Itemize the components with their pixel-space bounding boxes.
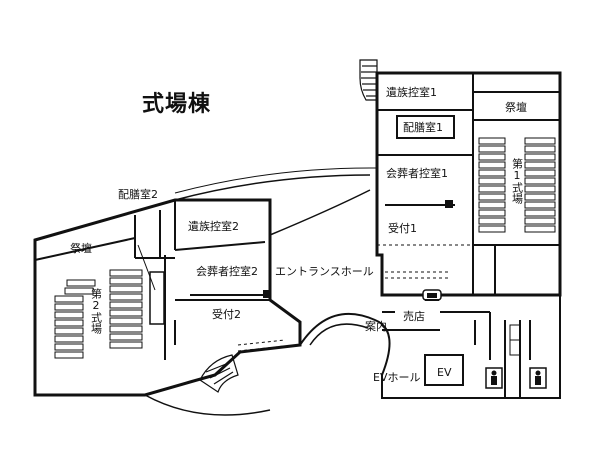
stair-top [359,59,378,101]
label-information: 案内 [365,319,387,333]
seat-bench [524,161,556,169]
seat-bench [524,217,556,225]
seat-bench [54,295,84,303]
seat-bench [478,161,506,169]
restroom-icon [485,367,503,389]
seat-bench [109,301,143,309]
seat-bench [478,145,506,153]
label-attendee-waiting-2: 会葬者控室2 [196,264,258,278]
seat-bench [109,277,143,285]
seat-bench [478,177,506,185]
seat-bench [54,351,84,359]
seat-bench [524,201,556,209]
label-entrance-hall: エントランスホール [275,265,374,278]
building-title: 式場棟 [142,92,212,117]
seat-bench [524,193,556,201]
seat-bench [54,327,84,335]
hall-2-wing [33,198,302,416]
stair-bottom [199,354,239,393]
seat-bench [478,225,506,233]
connecting-gallery [174,167,377,236]
seat-bench [109,309,143,317]
label-serving-room-1: 配膳室1 [403,120,443,134]
seat-bench [478,193,506,201]
service-block [299,295,561,399]
hall-2-seating [54,269,143,359]
label-hall-1: 第1式場 [511,157,524,205]
seat-bench [109,269,143,277]
label-ev: EV [437,366,452,379]
seat-bench [524,185,556,193]
seat-bench [109,341,143,349]
seat-bench [478,185,506,193]
seat-bench [524,177,556,185]
label-reception-2: 受付2 [212,308,241,321]
seat-bench [478,209,506,217]
seat-bench [109,325,143,333]
seat-bench [524,225,556,233]
seat-bench [54,303,84,311]
seat-bench [478,201,506,209]
seat-bench [524,209,556,217]
seat-bench [524,145,556,153]
hall-1-seating [478,137,556,233]
seat-bench [478,169,506,177]
seat-bench [64,287,94,295]
seat-bench [478,153,506,161]
seat-bench [109,293,143,301]
label-serving-room-2: 配膳室2 [118,187,158,201]
label-reception-1: 受付1 [388,222,417,235]
label-altar-1: 祭壇 [505,100,527,114]
seat-bench [109,285,143,293]
seat-bench [54,335,84,343]
seat-bench [524,137,556,145]
hall-1-wing [359,59,562,297]
label-altar-2: 祭壇 [70,241,92,255]
seat-bench [109,333,143,341]
telephone-icon [422,289,442,301]
seat-bench [478,217,506,225]
label-attendee-waiting-1: 会葬者控室1 [386,166,448,180]
seat-bench [524,153,556,161]
seat-bench [66,279,96,287]
restroom-icon [529,367,547,389]
seat-bench [524,169,556,177]
seat-bench [54,343,84,351]
seat-bench [109,317,143,325]
seat-bench [54,319,84,327]
label-bereaved-waiting-1: 遺族控室1 [386,85,437,99]
seat-bench [54,311,84,319]
label-shop: 売店 [403,309,425,323]
label-hall-2: 第2式場 [90,287,103,335]
label-ev-hall: EVホール [373,371,420,384]
seat-bench [478,137,506,145]
label-bereaved-waiting-2: 遺族控室2 [188,219,239,233]
